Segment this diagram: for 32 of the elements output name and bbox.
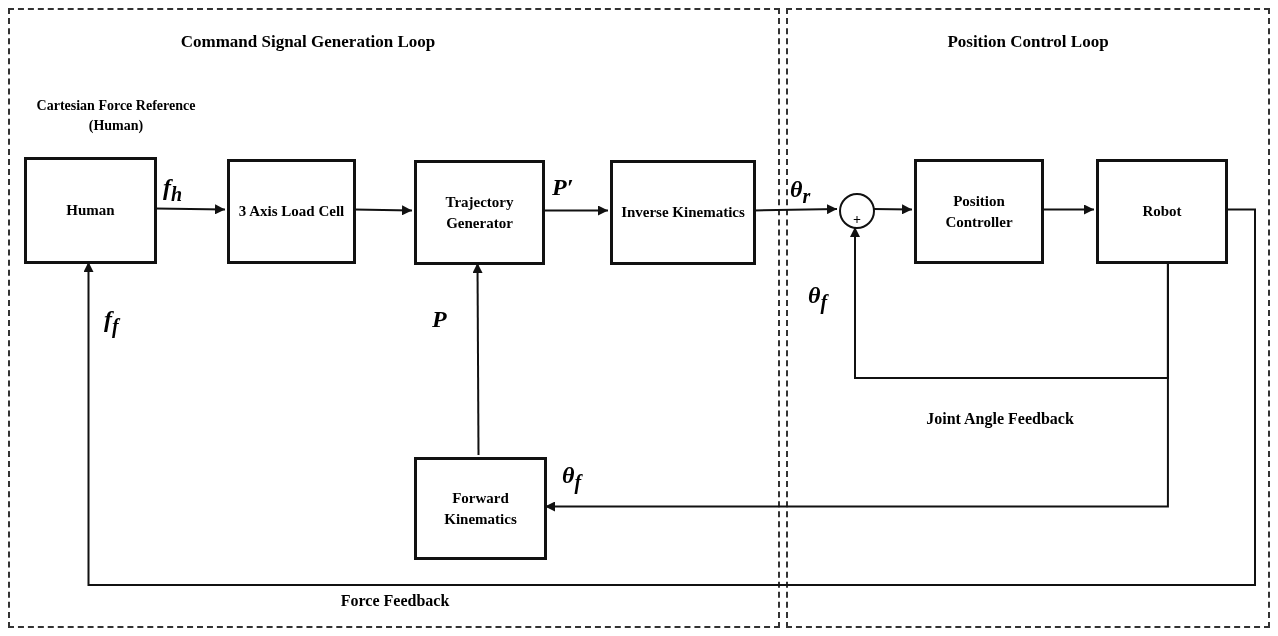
signal-label: θ$_{f}$ (562, 462, 582, 494)
block: Forward Kinematics (414, 457, 547, 560)
signal-label: P (432, 306, 447, 333)
block-caption: Cartesian Force Reference (Human) (35, 97, 197, 135)
block: Inverse Kinematics (610, 160, 756, 265)
block: Robot (1096, 159, 1228, 264)
region-title: Position Control Loop (947, 32, 1109, 51)
region-title: Command Signal Generation Loop (180, 32, 436, 51)
signal-label: f$_{f}$ (104, 306, 119, 338)
block: Position Controller (914, 159, 1044, 264)
arrow (872, 204, 913, 215)
arrow (353, 205, 413, 216)
arrow (542, 205, 609, 216)
arrow (544, 261, 1169, 512)
feedback-label: Joint Angle Feedback (925, 410, 1075, 428)
block: 3 Axis Load Cell (227, 159, 356, 264)
loop-region (786, 8, 1270, 628)
summing-junction: + (839, 193, 875, 229)
arrow (1041, 204, 1095, 215)
block: Trajectory Generator (414, 160, 545, 265)
arrow (83, 208, 1256, 586)
arrow (154, 204, 226, 215)
signal-label: θ$_{r}$ (790, 176, 811, 208)
loop-region (8, 8, 780, 628)
arrow (753, 204, 838, 215)
arrow (472, 262, 483, 456)
feedback-label: Force Feedback (339, 592, 451, 610)
signal-label: P′ (552, 174, 574, 201)
block: Human (24, 157, 157, 264)
arrow (850, 226, 1169, 379)
signal-label: θ$_{f}$ (808, 282, 828, 314)
signal-label: f$_{h}$ (163, 174, 183, 206)
